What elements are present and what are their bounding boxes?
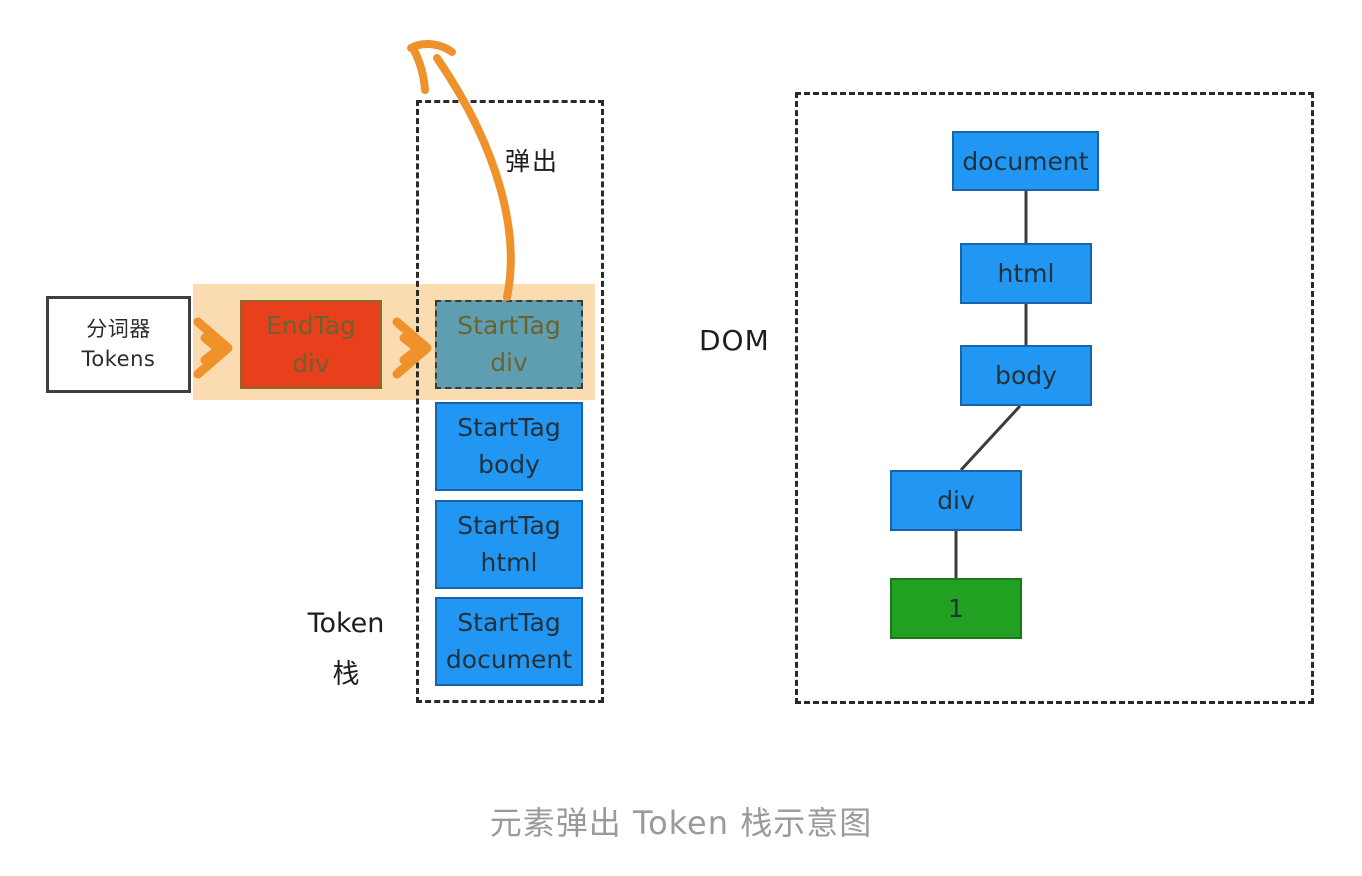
stack-token-type: StartTag	[457, 413, 561, 443]
stack-token-tag: html	[480, 547, 538, 577]
dom-label: DOM	[699, 324, 770, 357]
dom-node-document: document	[952, 131, 1099, 191]
dom-node-label: html	[997, 259, 1055, 288]
token-stack-label: Token 栈	[296, 598, 396, 701]
endtag-token-tag: div	[292, 348, 330, 378]
tokenizer-title: 分词器	[86, 317, 151, 342]
dom-node-label: body	[995, 361, 1057, 390]
stack-token-type: StartTag	[457, 511, 561, 541]
stack-token-type: StartTag	[457, 311, 561, 341]
stack-token-tag: document	[445, 644, 573, 674]
stack-token-tag: body	[478, 449, 540, 479]
pop-label: 弹出	[505, 147, 560, 176]
stack-token-div: StartTag div	[435, 300, 583, 389]
dom-node-label: div	[937, 486, 975, 515]
figure-caption: 元素弹出 Token 栈示意图	[489, 804, 873, 842]
dom-container	[795, 92, 1314, 704]
dom-node-text: 1	[890, 578, 1022, 639]
tokenizer-box: 分词器 Tokens	[46, 296, 191, 393]
tokenizer-subtitle: Tokens	[81, 346, 156, 371]
dom-node-label: 1	[948, 594, 964, 623]
token-stack-label-line1: Token	[307, 608, 385, 639]
dom-node-div: div	[890, 470, 1022, 531]
endtag-token-type: EndTag	[266, 311, 356, 340]
stack-token-body: StartTag body	[435, 402, 583, 491]
stack-token-tag: div	[490, 347, 528, 377]
stack-token-document: StartTag document	[435, 597, 583, 686]
endtag-div-token: EndTag div	[240, 300, 382, 389]
stack-token-html: StartTag html	[435, 500, 583, 589]
stack-token-type: StartTag	[457, 608, 561, 638]
dom-node-label: document	[962, 146, 1089, 176]
dom-node-body: body	[960, 345, 1092, 406]
token-stack-label-line2: 栈	[332, 659, 360, 691]
dom-node-html: html	[960, 243, 1092, 304]
